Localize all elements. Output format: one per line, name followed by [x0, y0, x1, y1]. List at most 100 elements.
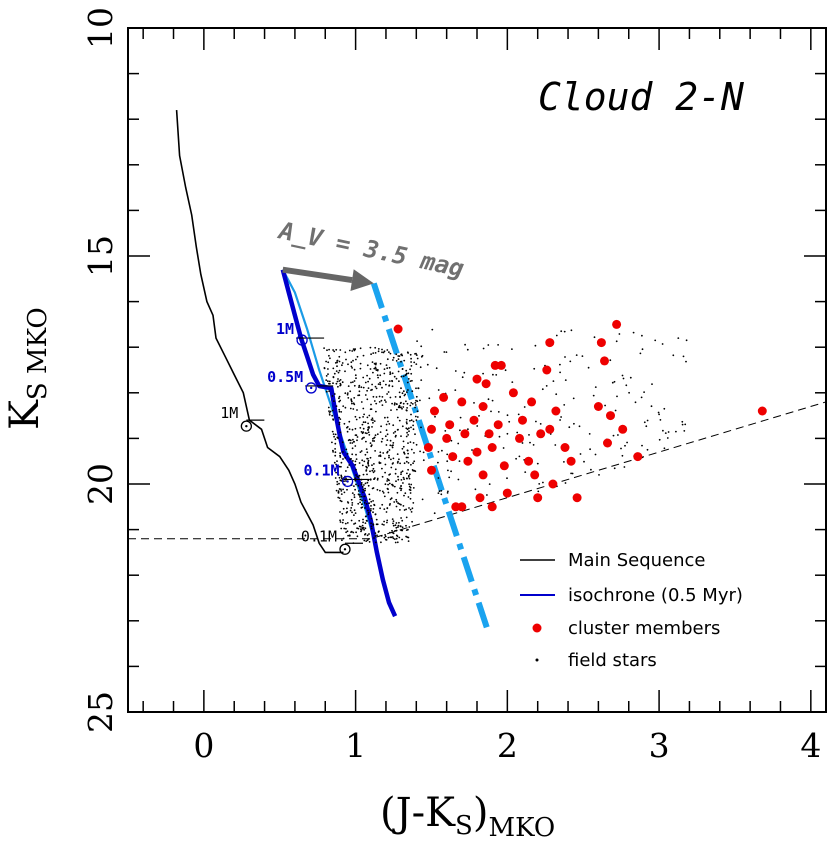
- field-star: [355, 377, 357, 380]
- field-star: [559, 371, 561, 374]
- field-star: [354, 488, 356, 491]
- field-star: [406, 407, 408, 409]
- field-star: [358, 462, 361, 464]
- field-star: [545, 385, 548, 387]
- field-star: [511, 381, 514, 383]
- field-star: [441, 449, 443, 452]
- field-star: [570, 472, 572, 475]
- field-star: [370, 525, 373, 528]
- cluster-member: [757, 406, 767, 416]
- field-star: [506, 414, 509, 417]
- field-star: [340, 461, 343, 464]
- field-star: [398, 380, 400, 383]
- field-star: [389, 373, 391, 375]
- field-star: [366, 364, 369, 367]
- field-star: [367, 513, 370, 516]
- cluster-member: [524, 456, 534, 466]
- field-star: [328, 410, 330, 412]
- field-star: [386, 487, 389, 490]
- field-star: [400, 387, 402, 390]
- field-star: [385, 423, 388, 426]
- field-star: [333, 400, 335, 402]
- legend-label-field: field stars: [568, 650, 657, 671]
- field-star: [433, 512, 436, 515]
- solar-symbol-dot: [343, 548, 347, 551]
- field-star: [384, 534, 386, 536]
- field-star: [395, 480, 397, 483]
- field-star: [384, 538, 387, 541]
- field-star: [403, 494, 405, 497]
- solar-symbol-icon: [341, 475, 354, 488]
- field-star: [331, 414, 334, 417]
- field-star: [367, 380, 369, 383]
- field-star: [398, 458, 400, 461]
- field-star: [365, 440, 367, 443]
- field-star: [407, 352, 409, 354]
- field-star: [350, 381, 352, 384]
- field-star: [345, 531, 347, 534]
- field-star: [358, 494, 361, 496]
- field-star: [372, 523, 375, 525]
- field-star: [390, 497, 393, 500]
- field-star: [409, 497, 412, 500]
- field-star: [397, 475, 399, 478]
- field-star: [362, 473, 365, 476]
- field-star: [364, 453, 367, 456]
- field-star: [381, 523, 384, 526]
- field-star: [402, 445, 405, 448]
- field-star: [407, 468, 409, 471]
- field-star: [337, 371, 340, 374]
- field-star: [667, 431, 670, 433]
- cluster-member: [551, 406, 561, 416]
- field-star: [363, 484, 365, 486]
- field-star: [395, 500, 398, 503]
- cluster-member: [533, 493, 543, 503]
- field-star: [344, 406, 347, 409]
- field-star: [334, 438, 337, 441]
- field-star: [457, 442, 460, 445]
- field-star: [354, 427, 357, 430]
- field-star: [609, 359, 612, 362]
- field-star: [664, 432, 667, 434]
- field-star: [342, 488, 344, 491]
- field-star: [497, 344, 499, 346]
- field-star: [447, 469, 449, 472]
- field-star: [476, 425, 479, 427]
- field-star: [464, 343, 466, 346]
- field-star: [386, 349, 389, 351]
- isochrone-line: [280, 269, 398, 618]
- field-star: [360, 386, 363, 389]
- x-axis-label-sub: S: [455, 811, 473, 841]
- field-star: [533, 367, 536, 370]
- field-star: [353, 509, 356, 512]
- field-star: [401, 538, 403, 541]
- field-star: [364, 482, 367, 485]
- field-star: [357, 502, 360, 505]
- field-star: [407, 528, 409, 531]
- field-star: [347, 502, 350, 504]
- field-star: [355, 468, 357, 471]
- field-star: [334, 433, 337, 436]
- field-star: [400, 471, 403, 474]
- field-star: [422, 451, 425, 454]
- field-star: [416, 416, 419, 418]
- field-star: [457, 478, 460, 481]
- field-star: [387, 391, 390, 393]
- field-star: [348, 464, 351, 466]
- isochrone-mass-label: 0.5M: [267, 368, 303, 386]
- field-star: [406, 402, 409, 405]
- field-star: [380, 425, 382, 428]
- field-star: [529, 441, 531, 444]
- field-star: [378, 530, 380, 533]
- field-star: [392, 524, 395, 527]
- field-star: [357, 527, 360, 530]
- field-star: [410, 463, 412, 466]
- field-star: [450, 439, 453, 442]
- field-star: [355, 483, 357, 486]
- field-star: [366, 481, 369, 484]
- cluster-member: [545, 338, 555, 348]
- field-star: [334, 442, 337, 445]
- field-star: [337, 474, 340, 476]
- field-star: [387, 483, 389, 486]
- field-star: [414, 404, 417, 406]
